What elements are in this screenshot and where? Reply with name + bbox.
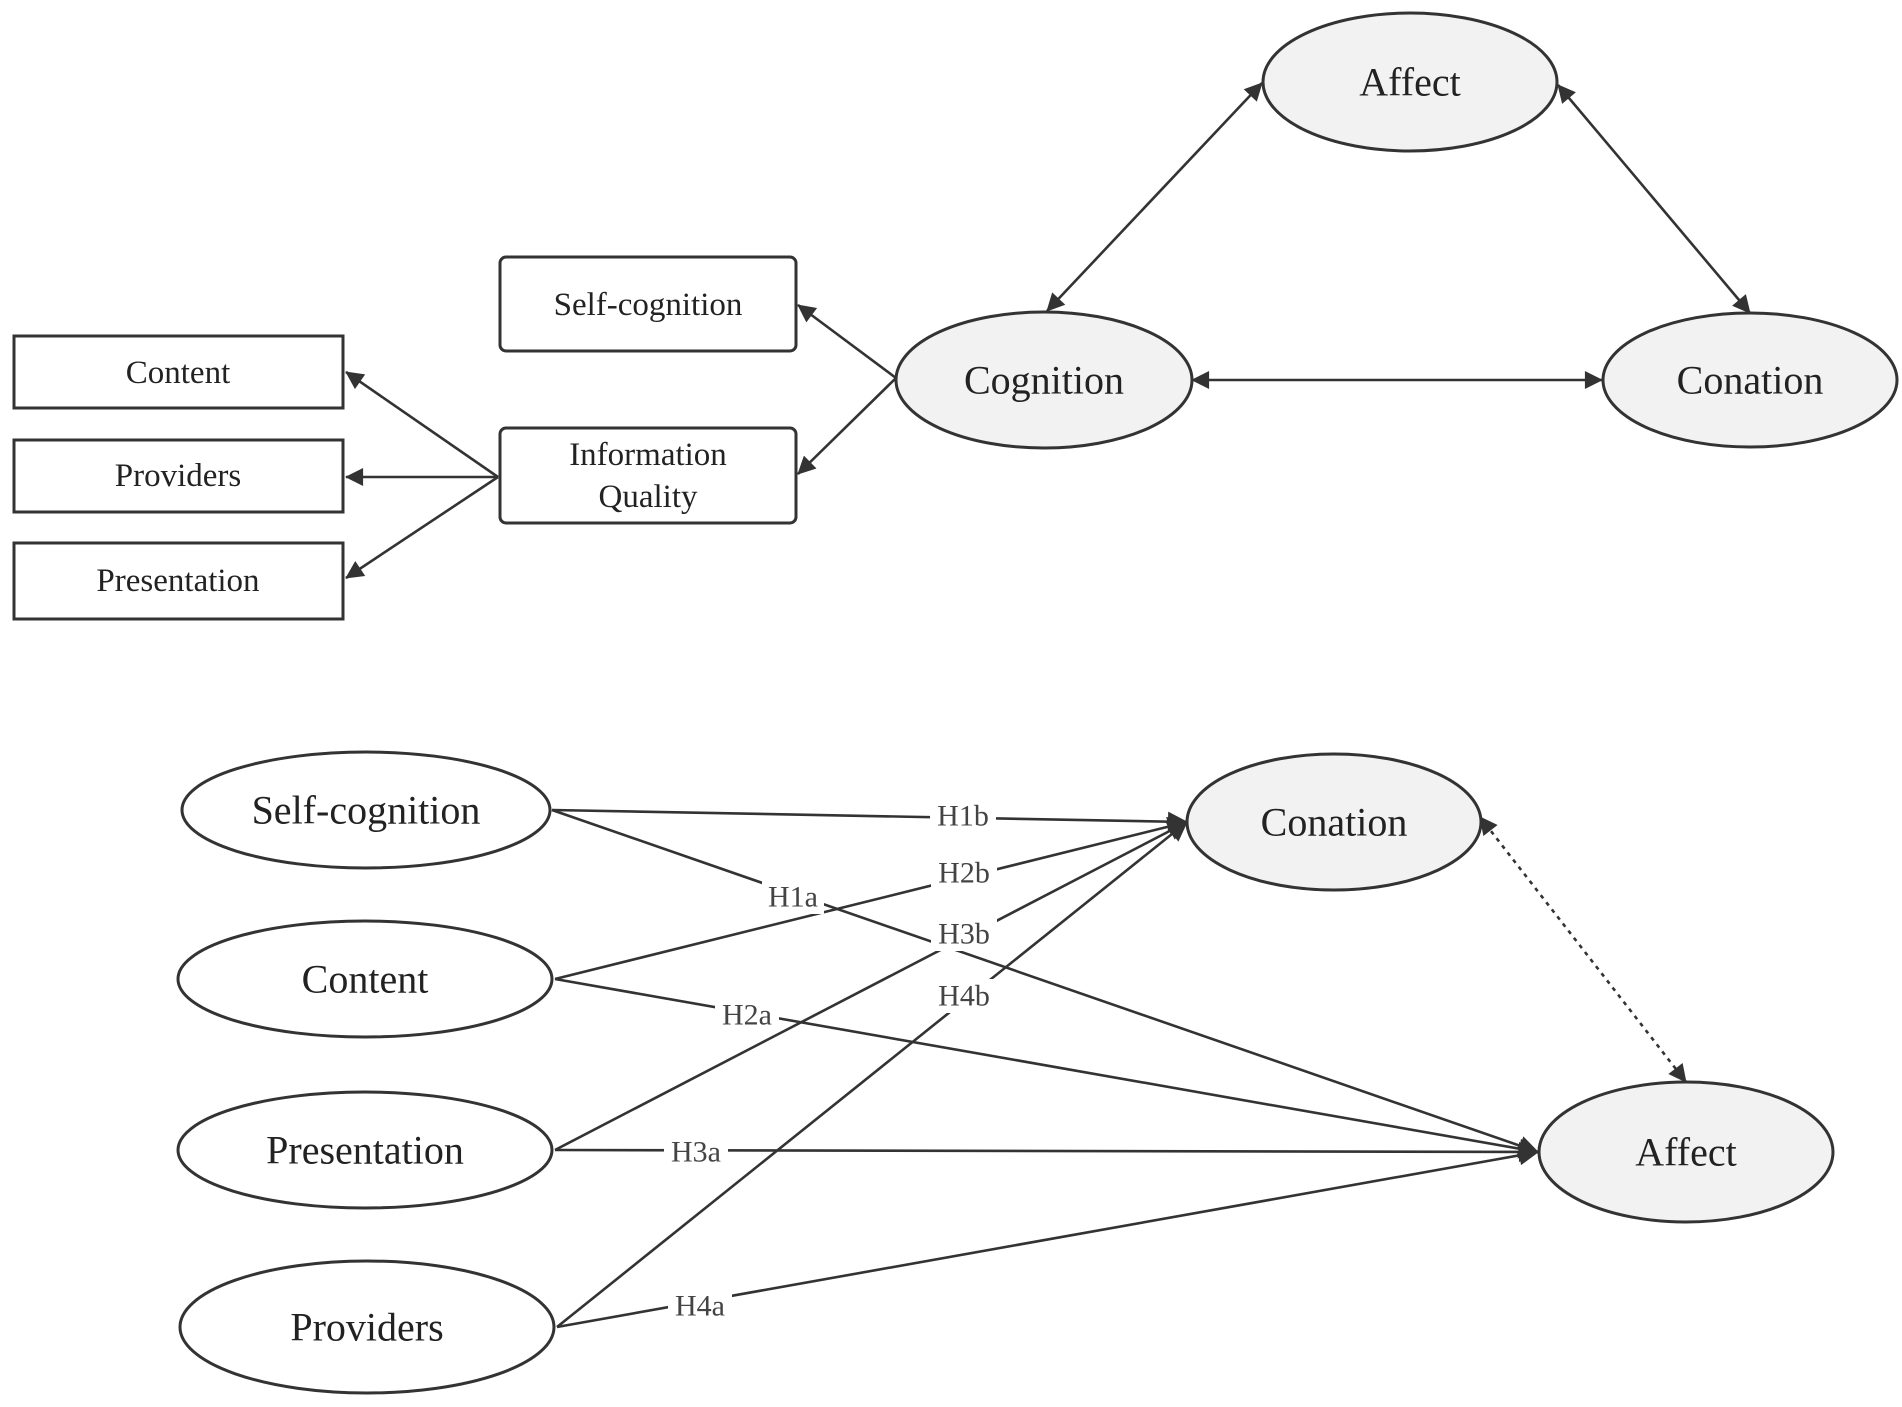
hypothesis-h4b: H4b: [931, 979, 997, 1013]
conation-oval-bottom: Conation: [1185, 752, 1483, 892]
hypothesis-h4b-label: H4b: [938, 980, 990, 1013]
edge-content-affect: [554, 977, 1539, 1159]
content-box: Content: [12, 334, 345, 410]
edge-conation-affect-dotted: [1478, 816, 1688, 1083]
bottom-model: H1b H2b H1a H3b H4b H2a: [176, 750, 1835, 1395]
providers-box: Providers: [12, 438, 345, 514]
edge-affect-conation: [1557, 84, 1751, 314]
information-quality-box: Information Quality: [498, 426, 798, 525]
edge-content-conation: [554, 816, 1188, 981]
content-box-label: Content: [126, 355, 231, 391]
hypothesis-h2a: H2a: [715, 998, 779, 1032]
information-quality-label-line1: Information: [569, 437, 727, 473]
top-model-edges: [345, 82, 1751, 580]
hypothesis-h1b: H1b: [930, 799, 996, 833]
edge-cognition-to-selfcognition: [797, 303, 897, 380]
content-oval-label: Content: [302, 957, 429, 1002]
conation-oval-top: Conation: [1601, 311, 1899, 449]
providers-oval-label: Providers: [290, 1305, 443, 1350]
affect-oval-bottom: Affect: [1537, 1080, 1835, 1224]
self-cognition-box-label: Self-cognition: [554, 287, 743, 323]
providers-box-label: Providers: [115, 458, 242, 494]
presentation-oval: Presentation: [176, 1090, 554, 1210]
edge-selfcognition-conation: [551, 808, 1188, 832]
presentation-box-label: Presentation: [96, 563, 259, 599]
edge-selfcognition-affect: [551, 808, 1539, 1156]
hypothesis-h1a-label: H1a: [768, 881, 818, 914]
hypothesis-h2b-label: H2b: [938, 857, 990, 890]
conation-label-top: Conation: [1677, 358, 1824, 403]
conation-label-bottom: Conation: [1261, 800, 1408, 845]
hypothesis-h4a-label: H4a: [675, 1290, 725, 1323]
affect-label-bottom: Affect: [1635, 1130, 1736, 1175]
hypothesis-h3b-label: H3b: [938, 918, 990, 951]
hypothesis-h2a-label: H2a: [722, 999, 772, 1032]
self-cognition-oval: Self-cognition: [180, 750, 552, 870]
hypothesis-h1a: H1a: [762, 880, 824, 914]
top-model: Content Providers Presentation Self-cogn…: [12, 11, 1899, 621]
presentation-oval-label: Presentation: [266, 1128, 464, 1173]
cognition-label: Cognition: [964, 358, 1124, 403]
edge-cognition-affect: [1046, 82, 1263, 312]
hypothesis-h3a: H3a: [664, 1135, 728, 1169]
presentation-box: Presentation: [12, 541, 345, 621]
edge-presentation-conation: [554, 820, 1188, 1152]
hypothesis-h4a: H4a: [668, 1289, 732, 1323]
hypothesis-h3a-label: H3a: [671, 1136, 721, 1169]
self-cognition-oval-label: Self-cognition: [252, 788, 481, 833]
hypothesis-h3b: H3b: [931, 917, 997, 951]
edge-providers-conation: [556, 820, 1188, 1329]
self-cognition-box: Self-cognition: [498, 255, 798, 353]
hypothesis-h2b: H2b: [931, 856, 997, 890]
information-quality-label-line2: Quality: [599, 479, 698, 515]
providers-oval: Providers: [178, 1259, 556, 1395]
affect-label-top: Affect: [1359, 60, 1460, 105]
edge-infoquality-to-content: [345, 370, 499, 479]
edge-cognition-to-infoquality: [797, 377, 897, 475]
hypothesis-h1b-label: H1b: [937, 800, 989, 833]
content-oval: Content: [176, 919, 554, 1039]
hypothesis-labels: H1b H2b H1a H3b H4b H2a: [664, 799, 997, 1323]
edge-infoquality-to-presentation: [345, 475, 499, 580]
affect-oval-top: Affect: [1261, 11, 1559, 153]
bottom-model-edges: [551, 808, 1688, 1329]
cognition-oval: Cognition: [894, 310, 1194, 450]
